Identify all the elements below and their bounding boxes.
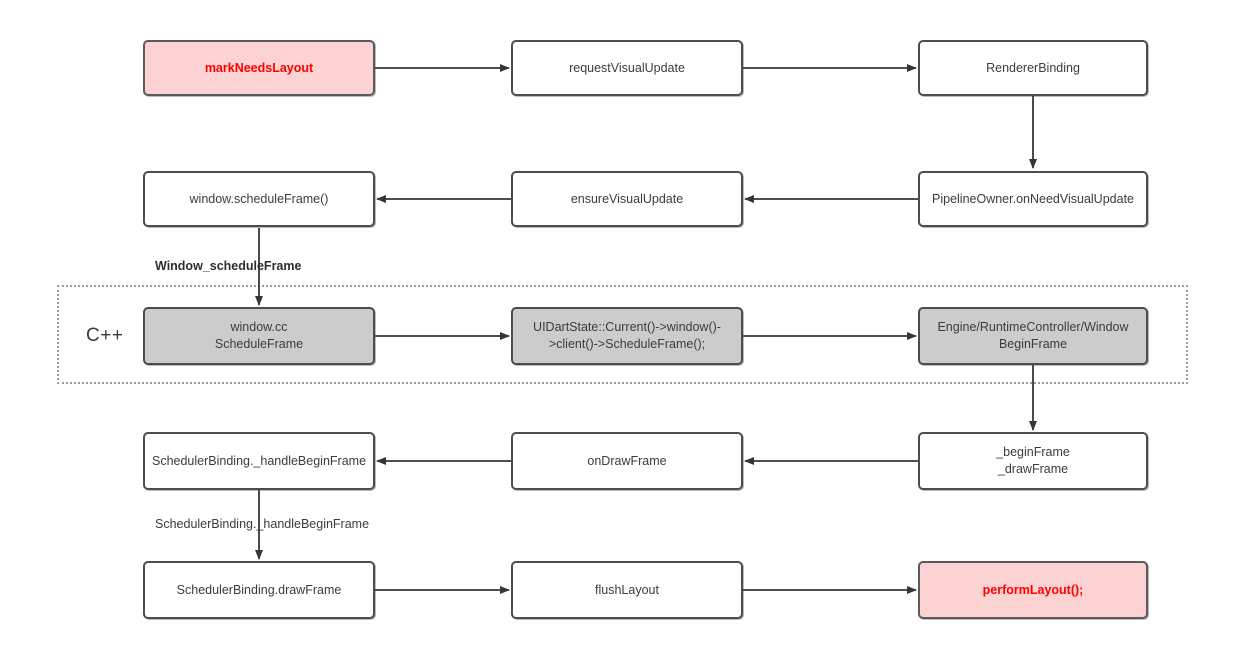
cpp-group-label: C++ — [86, 325, 124, 346]
cpp-group-container — [57, 285, 1188, 384]
node-engine-runtime-controller-window-begin-frame[interactable]: Engine/RuntimeController/Window BeginFra… — [918, 307, 1148, 365]
node-on-draw-frame[interactable]: onDrawFrame — [511, 432, 743, 490]
edge-label-scheduler-handle-begin-frame: SchedulerBinding._handleBeginFrame — [155, 517, 370, 531]
node-label: requestVisualUpdate — [569, 60, 685, 75]
node-ensure-visual-update[interactable]: ensureVisualUpdate — [511, 171, 743, 227]
node-label: UIDartState::Current()->window()->client… — [533, 320, 721, 351]
node-label: SchedulerBinding.drawFrame — [176, 582, 342, 597]
node-label: onDrawFrame — [587, 453, 667, 468]
node-label: SchedulerBinding._handleBeginFrame — [151, 453, 367, 468]
node-label: Engine/RuntimeController/Window BeginFra… — [937, 320, 1129, 351]
node-label: RendererBinding — [986, 60, 1080, 75]
node-flush-layout[interactable]: flushLayout — [511, 561, 743, 619]
node-label: flushLayout — [595, 582, 659, 597]
node-label: markNeedsLayout — [204, 60, 314, 75]
node-pipeline-owner-on-need-visual-update[interactable]: PipelineOwner.onNeedVisualUpdate — [918, 171, 1148, 227]
node-uidartstate-schedule-frame[interactable]: UIDartState::Current()->window()->client… — [511, 307, 743, 365]
node-window-cc-schedule-frame[interactable]: window.cc ScheduleFrame — [143, 307, 375, 365]
node-label: window.cc ScheduleFrame — [214, 320, 304, 351]
node-request-visual-update[interactable]: requestVisualUpdate — [511, 40, 743, 96]
node-mark-needs-layout[interactable]: markNeedsLayout — [143, 40, 375, 96]
node-label: _beginFrame _drawFrame — [996, 445, 1070, 476]
edge-label-window-schedule-frame: Window_scheduleFrame — [155, 259, 302, 273]
node-begin-frame-draw-frame[interactable]: _beginFrame _drawFrame — [918, 432, 1148, 490]
node-renderer-binding[interactable]: RendererBinding — [918, 40, 1148, 96]
node-scheduler-binding-draw-frame[interactable]: SchedulerBinding.drawFrame — [143, 561, 375, 619]
node-label: window.scheduleFrame() — [189, 191, 329, 206]
node-label: performLayout(); — [982, 582, 1084, 597]
node-scheduler-binding-handle-begin-frame[interactable]: SchedulerBinding._handleBeginFrame — [143, 432, 375, 490]
node-label: ensureVisualUpdate — [570, 191, 684, 206]
node-perform-layout[interactable]: performLayout(); — [918, 561, 1148, 619]
node-label: PipelineOwner.onNeedVisualUpdate — [932, 191, 1134, 206]
node-window-schedule-frame[interactable]: window.scheduleFrame() — [143, 171, 375, 227]
